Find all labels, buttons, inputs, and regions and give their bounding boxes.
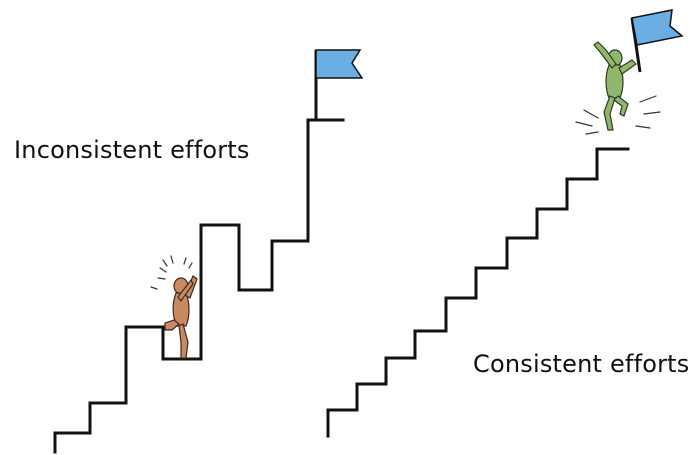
left-flag [316,50,362,120]
consistent-staircase [328,149,628,436]
inconsistent-staircase [55,120,343,452]
climbing-person-icon [151,256,197,358]
celebrating-person-icon [576,10,682,134]
flag-icon [632,10,682,45]
inconsistent-efforts-label: Inconsistent efforts [14,136,250,164]
consistent-efforts-label: Consistent efforts [473,350,689,378]
flag-icon [316,50,362,78]
